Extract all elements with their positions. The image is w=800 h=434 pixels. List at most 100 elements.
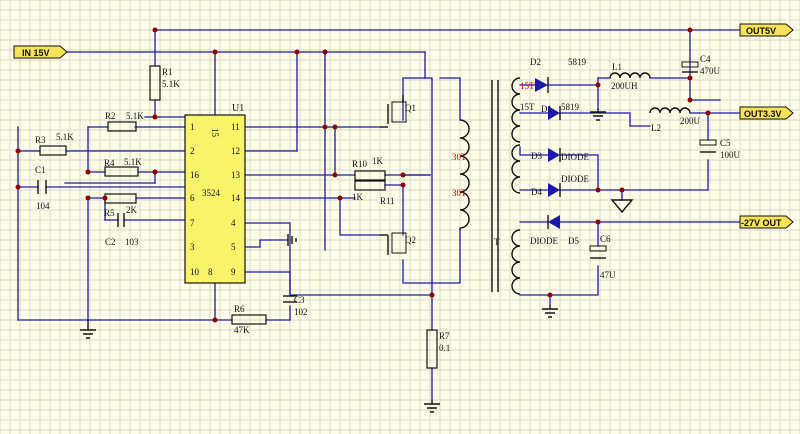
port-out3.3v: OUT3.3V	[739, 106, 794, 120]
capacitor-c1: C1 104	[35, 165, 50, 211]
svg-text:102: 102	[294, 307, 308, 317]
diode-d3: D3 DIODE	[531, 148, 589, 162]
junction-dot	[212, 317, 218, 323]
svg-text:5819: 5819	[568, 57, 587, 67]
svg-text:1K: 1K	[352, 192, 364, 202]
inductor-l1: L1 200UH	[609, 62, 651, 91]
resistor-r1: R1 5.1K	[149, 65, 180, 101]
svg-text:L1: L1	[612, 62, 622, 72]
mosfet-q2: Q2	[380, 232, 416, 255]
ic-ref: U1	[232, 103, 244, 114]
svg-text:OUT3.3V: OUT3.3V	[744, 109, 782, 119]
junction-dot	[595, 187, 601, 193]
svg-text:0.1: 0.1	[439, 343, 450, 353]
ic-pin-13: 13	[231, 170, 241, 180]
svg-text:103: 103	[125, 237, 139, 247]
svg-text:R7: R7	[439, 331, 450, 341]
ic-pin-6: 6	[190, 193, 195, 203]
svg-text:D4: D4	[531, 187, 542, 197]
svg-text:C5: C5	[720, 138, 731, 148]
ic-pin-5: 5	[231, 242, 236, 252]
resistor-r10: R10 1K	[352, 156, 386, 181]
svg-text:DIODE: DIODE	[561, 152, 589, 162]
svg-text:R2: R2	[105, 111, 116, 121]
junction-dot	[687, 97, 693, 103]
svg-text:C4: C4	[700, 54, 711, 64]
svg-text:470U: 470U	[700, 66, 721, 76]
junction-dot	[400, 172, 406, 178]
resistor-r11: 1K R11	[352, 180, 395, 206]
resistor-r7: R7 0.1	[426, 329, 450, 369]
svg-text:R1: R1	[162, 67, 173, 77]
capacitor-c5: C5 100U	[699, 138, 741, 160]
inductor-l2: L2 200U	[649, 107, 701, 133]
svg-text:47K: 47K	[234, 325, 250, 335]
svg-text:100U: 100U	[720, 150, 741, 160]
svg-text:5.1K: 5.1K	[124, 157, 142, 167]
junction-dot	[152, 114, 158, 120]
diode-d2: D2 5819	[530, 57, 587, 93]
svg-text:D3: D3	[531, 151, 542, 161]
resistor-r5: R5 2K	[104, 193, 138, 218]
svg-text:5.1K: 5.1K	[126, 111, 144, 121]
junction-dot	[212, 49, 218, 55]
svg-text:DIODE: DIODE	[561, 174, 589, 184]
ic-pin-7: 7	[190, 218, 195, 228]
svg-text:OUT5V: OUT5V	[746, 26, 776, 36]
junction-dot	[152, 27, 158, 33]
port-in15v: IN 15V	[13, 45, 68, 59]
ic-u1-body	[184, 114, 246, 284]
svg-text:Q2: Q2	[405, 235, 416, 245]
transformer-t: 30T 30T 15T 15T T	[452, 77, 535, 295]
svg-text:R6: R6	[234, 304, 245, 314]
junction-dot	[332, 124, 338, 130]
capacitor-c4: C4 470U	[681, 54, 721, 76]
svg-text:D5: D5	[568, 236, 579, 246]
svg-text:D1: D1	[541, 104, 552, 114]
ic-pin-1: 1	[190, 122, 195, 132]
svg-text:Q1: Q1	[405, 103, 416, 113]
junction-dot	[322, 124, 328, 130]
junction-dot	[152, 169, 158, 175]
svg-text:5819: 5819	[561, 102, 580, 112]
junction-dot	[619, 187, 625, 193]
svg-text:30T: 30T	[452, 188, 467, 198]
svg-text:R4: R4	[104, 158, 115, 168]
ic-pin-4: 4	[231, 218, 236, 228]
capacitor-c3: C3 102	[283, 295, 308, 317]
svg-text:2K: 2K	[126, 205, 138, 215]
resistor-r3: R3 5.1K	[35, 132, 74, 156]
svg-text:D2: D2	[530, 57, 541, 67]
diode-d5: D5 DIODE	[530, 215, 579, 246]
svg-text:200U: 200U	[680, 116, 701, 126]
junction-dot	[337, 195, 343, 201]
junction-dot	[15, 148, 21, 154]
junction-dot	[85, 169, 91, 175]
junction-dots	[15, 27, 711, 323]
junction-dot	[595, 219, 601, 225]
ic-pin-9: 9	[231, 267, 236, 277]
svg-text:C1: C1	[35, 165, 46, 175]
resistor-r2: R2 5.1K	[105, 111, 144, 132]
junction-dot	[687, 75, 693, 81]
svg-text:C3: C3	[294, 295, 305, 305]
diode-d1: D1 5819	[541, 102, 580, 120]
ic-pin-11: 11	[231, 122, 240, 132]
ic-pin-12: 12	[231, 146, 240, 156]
svg-text:30T: 30T	[452, 152, 467, 162]
svg-text:L2: L2	[651, 123, 661, 133]
junction-dot	[85, 195, 91, 201]
junction-dot	[705, 110, 711, 116]
svg-text:R5: R5	[104, 208, 115, 218]
ic-pin-10: 10	[190, 267, 200, 277]
junction-dot	[687, 27, 693, 33]
junction-dot	[15, 184, 21, 190]
ground-symbol	[80, 108, 634, 413]
svg-text:C2: C2	[105, 237, 116, 247]
junction-dot	[429, 292, 435, 298]
wires	[17, 29, 741, 401]
